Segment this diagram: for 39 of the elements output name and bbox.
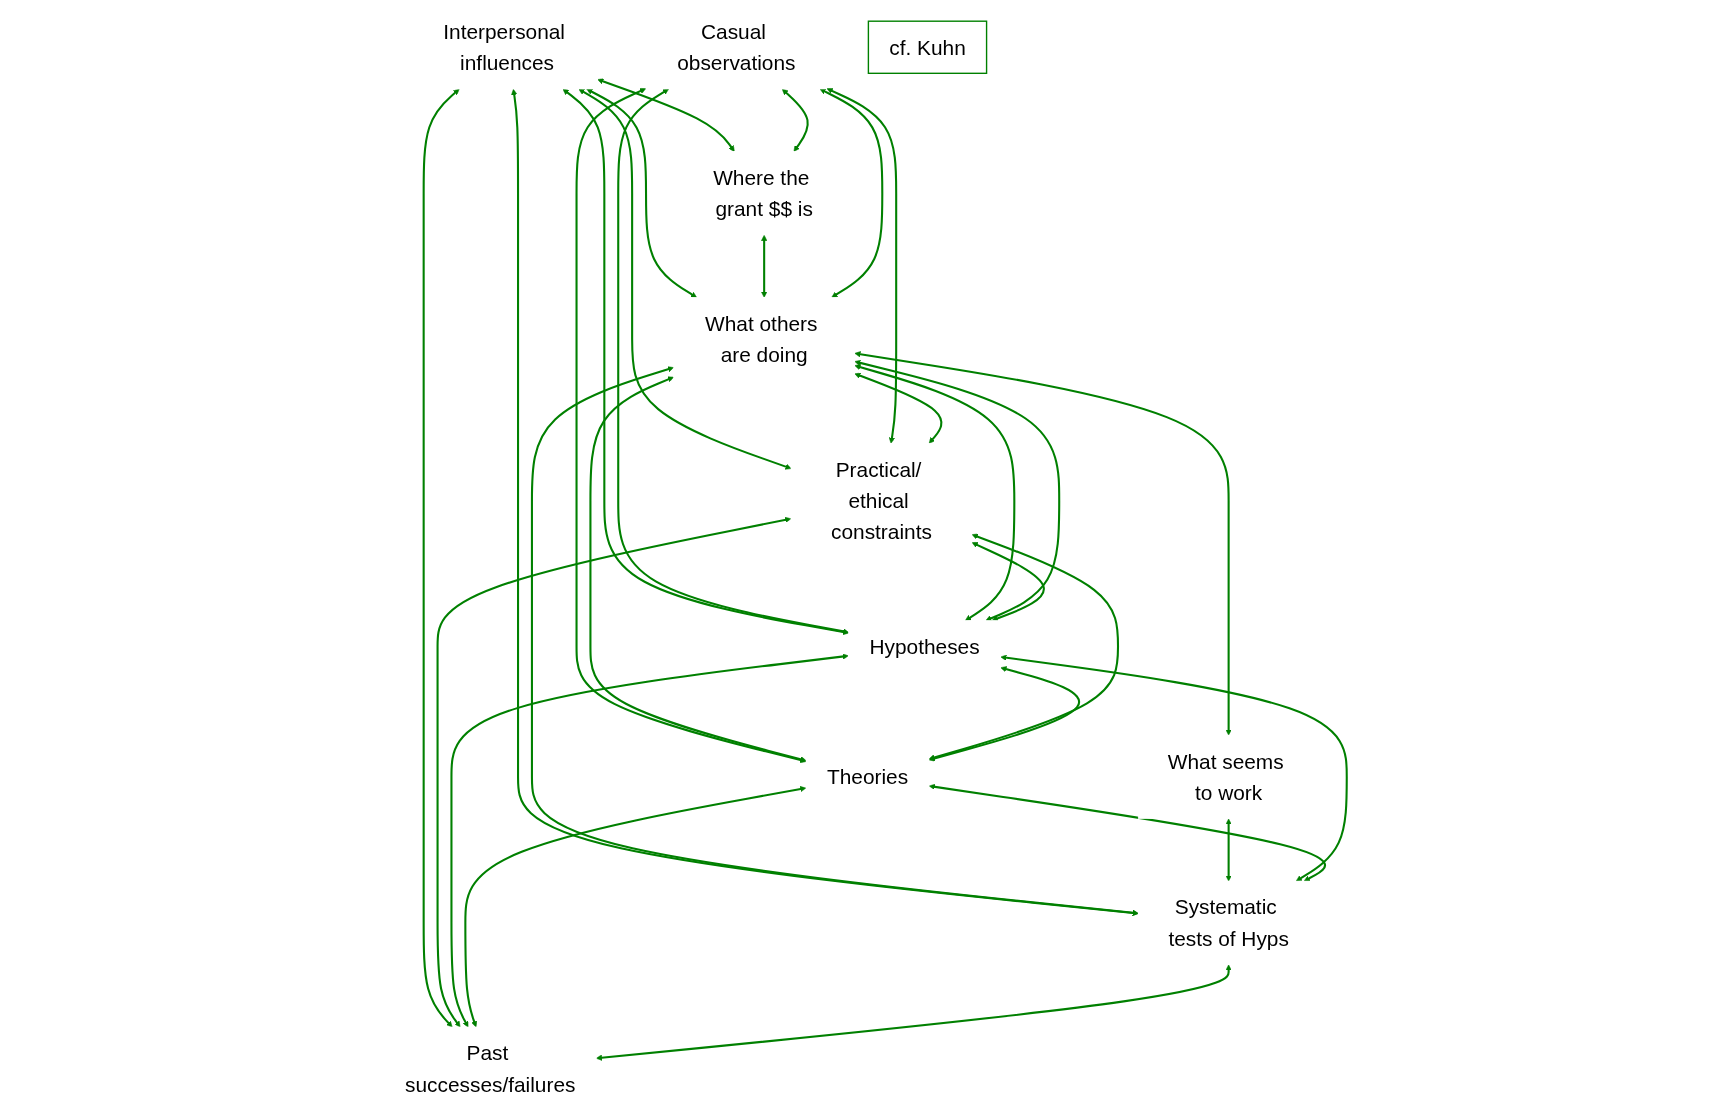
arrow: [971, 542, 1045, 622]
arrow: [617, 88, 849, 635]
node-text: Where the grant $$ is: [713, 166, 813, 221]
arrow: [928, 783, 1326, 882]
node-text: Systematic tests of Hyps: [1168, 895, 1289, 950]
arrow: [562, 88, 849, 636]
arrow: [578, 88, 792, 470]
node-text: Hypotheses: [869, 635, 980, 659]
node-text: What seems to work: [1167, 749, 1284, 804]
node-text: Practical/ ethical constraints: [831, 457, 932, 544]
arrow: [854, 372, 943, 444]
arrow: [854, 359, 1061, 622]
arrow: [589, 376, 807, 763]
arrow: [1000, 654, 1348, 882]
arrow: [781, 88, 809, 152]
node-box: cf. Kuhn: [867, 20, 988, 74]
arrow: [761, 234, 768, 298]
node-text: Interpersonal influences: [443, 20, 565, 75]
arrow: [422, 88, 460, 1028]
arrow: [511, 88, 1139, 916]
arrow: [854, 351, 1232, 736]
arrow: [595, 964, 1232, 1061]
arrow: [436, 516, 792, 1028]
arrow: [928, 533, 1120, 761]
arrow: [586, 88, 697, 298]
node-text: What others are doing: [705, 312, 818, 367]
node-text: Theories: [827, 765, 909, 789]
node-text: Past successes/failures: [405, 1041, 576, 1096]
arrow: [826, 88, 898, 444]
arrow: [928, 666, 1080, 762]
arrow: [450, 653, 849, 1028]
arrow: [1225, 818, 1232, 882]
arrow: [854, 364, 1016, 621]
node-text: Casual observations: [677, 20, 796, 75]
arrow: [597, 78, 735, 152]
arrow: [819, 88, 884, 298]
arrow: [464, 786, 807, 1028]
arrow: [575, 88, 807, 764]
arrow: [530, 366, 1139, 916]
